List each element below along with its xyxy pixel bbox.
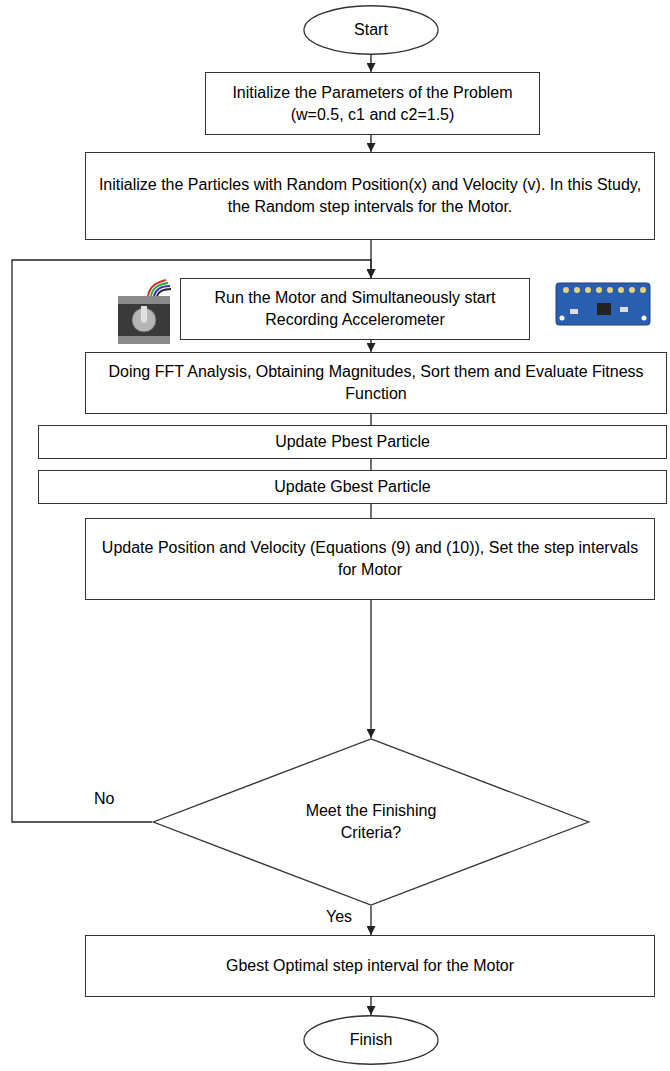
flow-connector [370,600,371,738]
process-box: Initialize the Parameters of the Problem… [205,72,540,135]
process-box: Update Position and Velocity (Equations … [85,518,655,600]
node-text: Gbest Optimal step interval for the Moto… [220,955,520,977]
node-text: Start [348,19,394,41]
node-text: Initialize the Particles with Random Pos… [86,174,654,217]
node-text: Doing FFT Analysis, Obtaining Magnitudes… [86,361,666,404]
node-text: Update Pbest Particle [269,431,436,453]
flow-connector [370,55,371,72]
diamond-outline [152,738,590,906]
process-box: Gbest Optimal step interval for the Moto… [85,935,655,997]
flow-connector [370,504,371,518]
process-box: Update Pbest Particle [38,425,667,459]
process-box: Doing FFT Analysis, Obtaining Magnitudes… [85,352,667,414]
node-text: Update Gbest Particle [268,476,437,498]
node-text: Initialize the Parameters of the Problem… [206,82,539,125]
process-box: Update Gbest Particle [38,470,667,504]
process-box: Run the Motor and Simultaneously start R… [180,278,530,340]
finish-terminal: Finish [303,1015,439,1065]
node-text: Run the Motor and Simultaneously start R… [181,287,529,330]
edge-label: No [92,790,116,808]
flow-connector [370,906,371,935]
stepper-motor-picture [118,280,171,344]
node-text: Finish [344,1029,399,1051]
decision-diamond: Meet the Finishing Criteria? [152,738,590,906]
process-box: Initialize the Particles with Random Pos… [85,152,655,240]
node-text: Update Position and Velocity (Equations … [86,537,654,580]
flow-connector [370,135,371,152]
flow-connector [370,340,371,352]
flow-connector [370,459,371,470]
flow-connector [370,997,371,1015]
start-terminal: Start [303,5,439,55]
node-text: Meet the Finishing Criteria? [296,800,446,843]
accelerometer-board-picture [556,283,650,325]
edge-label: Yes [324,908,354,926]
flow-connector [370,414,371,425]
